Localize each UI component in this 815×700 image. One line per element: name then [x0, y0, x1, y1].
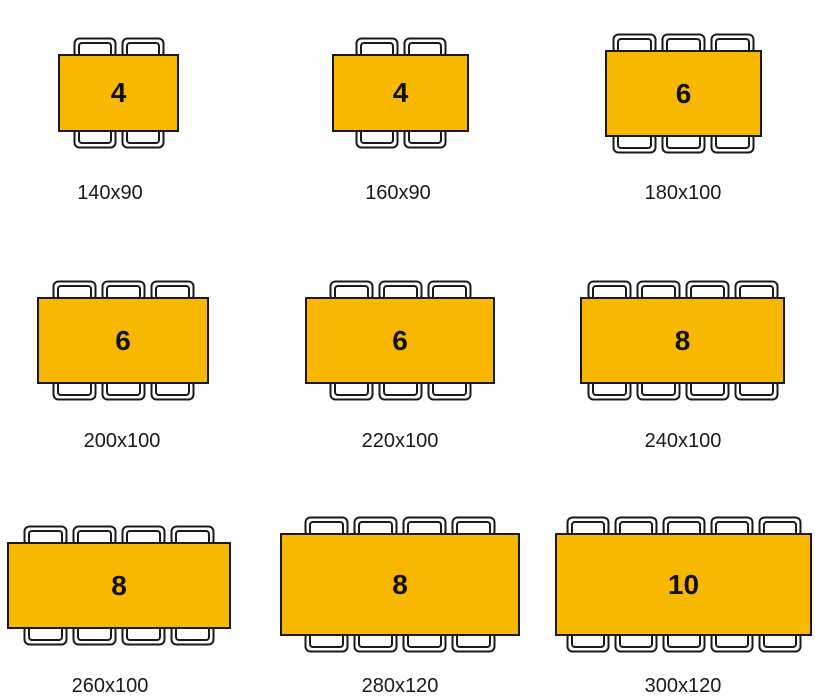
table-card: 8 260x100 [0, 0, 231, 697]
table-top: 4 [332, 54, 469, 132]
table-top: 6 [605, 50, 762, 137]
seat-count: 8 [111, 569, 127, 601]
table-card: 8 280x120 [0, 0, 520, 697]
table-card: 4 140x90 [0, 0, 179, 204]
seat-count: 8 [392, 568, 408, 600]
chair-icon [451, 631, 496, 658]
table-size-label: 180x100 [644, 182, 722, 204]
chair-icon [661, 33, 706, 60]
chair-icon [355, 37, 399, 64]
table-card: 8 240x100 [0, 0, 785, 452]
table-size-label: 280x120 [361, 675, 439, 697]
seat-count: 8 [674, 324, 691, 356]
chair-icon [427, 280, 472, 307]
seat-count: 4 [392, 77, 409, 108]
table-top: 8 [580, 297, 785, 384]
chair-icon [662, 631, 706, 658]
table-card: 6 180x100 [0, 0, 762, 204]
table-card: 4 160x90 [0, 0, 469, 204]
chair-icon [612, 132, 657, 159]
table-size-label: 140x90 [77, 182, 143, 204]
table-top: 8 [280, 533, 520, 636]
table-card: 6 200x100 [0, 0, 209, 452]
seat-count: 4 [110, 77, 127, 108]
table-top: 4 [58, 54, 179, 132]
table-size-label: 260x100 [71, 675, 149, 697]
chair-icon [329, 280, 374, 307]
chair-icon [121, 127, 165, 154]
chair-icon [758, 631, 802, 658]
chair-icon [101, 379, 146, 406]
chair-icon [353, 516, 398, 543]
table-top: 8 [7, 542, 231, 629]
table-top: 6 [305, 297, 495, 384]
chair-icon [402, 516, 447, 543]
table-top: 6 [37, 297, 209, 384]
chair-icon [304, 516, 349, 543]
table-card: 6 220x100 [0, 0, 495, 452]
seat-count: 10 [667, 568, 700, 600]
chair-icon [710, 516, 754, 543]
table-size-label: 160x90 [365, 182, 431, 204]
chair-icon [52, 379, 97, 406]
table-top: 10 [555, 533, 812, 636]
table-size-label: 300x120 [644, 675, 722, 697]
chair-icon [451, 516, 496, 543]
table-size-label: 240x100 [644, 430, 722, 452]
table-size-label: 220x100 [361, 430, 439, 452]
seat-count: 6 [115, 324, 131, 356]
seat-count: 6 [392, 324, 408, 356]
seat-count: 6 [675, 77, 692, 109]
chair-icon [710, 33, 755, 60]
table-size-label: 200x100 [83, 430, 161, 452]
